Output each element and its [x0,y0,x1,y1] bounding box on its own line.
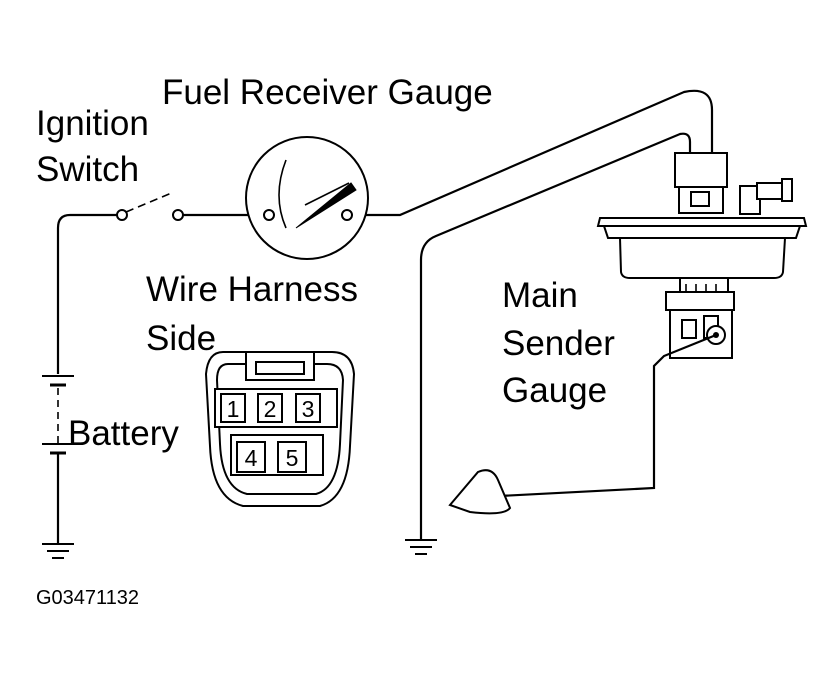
connector-pin-cell-2 [257,393,283,423]
wire-gauge-to-sender [349,89,714,217]
sender-connector [674,152,728,188]
connector-pin-3: 3 [302,396,315,422]
connector-pin-cell-1 [220,393,246,423]
ground-symbol-right [405,539,437,555]
label-sender: Sender [502,324,615,363]
wire-sender-to-ground [419,132,692,540]
wire-switch-to-battery [56,213,119,374]
main-sender-gauge-assembly [448,152,808,515]
connector-pin-cell-4 [236,441,266,473]
float [448,469,512,515]
battery-symbol [42,375,74,455]
float-arm [479,333,717,499]
connector-pin-cell-5 [277,441,307,473]
fuel-receiver-gauge-symbol [245,136,369,260]
label-side: Side [146,319,216,358]
label-battery: Battery [68,414,179,453]
ground-symbol-left [42,543,74,559]
figure-code: G03471132 [36,587,139,609]
label-fuel-receiver-gauge: Fuel Receiver Gauge [162,73,493,112]
connector-pin-2: 2 [264,396,277,422]
label-ignition: Ignition [36,104,149,143]
label-gauge: Gauge [502,371,607,410]
label-switch: Switch [36,150,139,189]
connector-pin-cell-3 [295,393,321,423]
connector-pin-4: 4 [245,445,258,471]
connector-pin-1: 1 [227,396,240,422]
label-main: Main [502,276,578,315]
circuit-wiring [56,89,714,544]
connector-pin-5: 5 [286,445,299,471]
wire-harness-connector: 1 2 3 4 5 [204,351,356,507]
ignition-switch-symbol [116,191,184,221]
label-wire-harness: Wire Harness [146,270,358,309]
